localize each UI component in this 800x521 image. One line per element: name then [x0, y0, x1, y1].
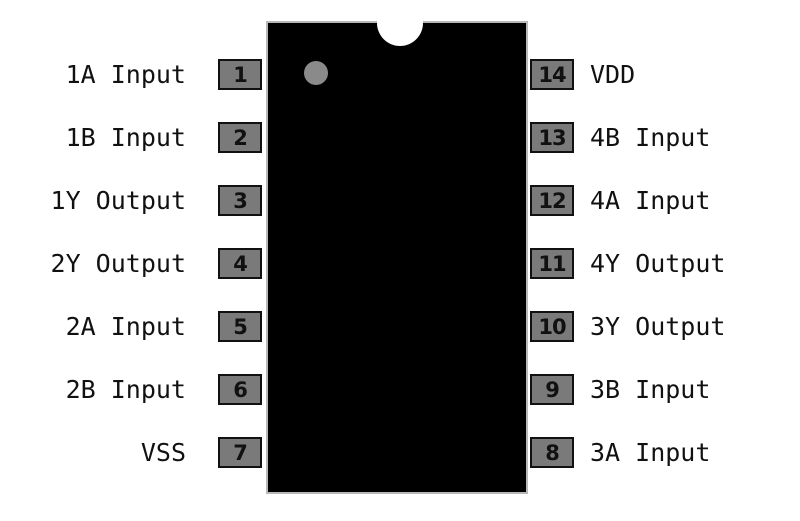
pin-14-label: VDD — [590, 60, 636, 89]
pin-3: 3 — [218, 185, 262, 216]
pin-7-label: VSS — [140, 438, 186, 467]
pin-2: 2 — [218, 122, 262, 153]
pin-5-label: 2A Input — [65, 312, 186, 341]
pin-11-label: 4Y Output — [590, 249, 726, 278]
pin-14: 14 — [530, 59, 574, 90]
pin-1: 1 — [218, 59, 262, 90]
pin-3-label: 1Y Output — [50, 186, 186, 215]
pin-5: 5 — [218, 311, 262, 342]
pin-9-label: 3B Input — [590, 375, 711, 404]
pin-8: 8 — [530, 437, 574, 468]
pin-12-label: 4A Input — [590, 186, 711, 215]
pin-7: 7 — [218, 437, 262, 468]
pin-4-label: 2Y Output — [50, 249, 186, 278]
pin-13-label: 4B Input — [590, 123, 711, 152]
pin-10: 10 — [530, 311, 574, 342]
ic-chip-body — [266, 21, 528, 494]
pin-6: 6 — [218, 374, 262, 405]
pin-2-label: 1B Input — [65, 123, 186, 152]
pin-13: 13 — [530, 122, 574, 153]
pin-1-label: 1A Input — [65, 60, 186, 89]
pin-one-indicator-dot — [304, 61, 328, 85]
pin-10-label: 3Y Output — [590, 312, 726, 341]
pin-8-label: 3A Input — [590, 438, 711, 467]
pin-4: 4 — [218, 248, 262, 279]
pin-9: 9 — [530, 374, 574, 405]
pin-6-label: 2B Input — [65, 375, 186, 404]
pin-12: 12 — [530, 185, 574, 216]
chip-notch — [377, 0, 423, 46]
pin-11: 11 — [530, 248, 574, 279]
